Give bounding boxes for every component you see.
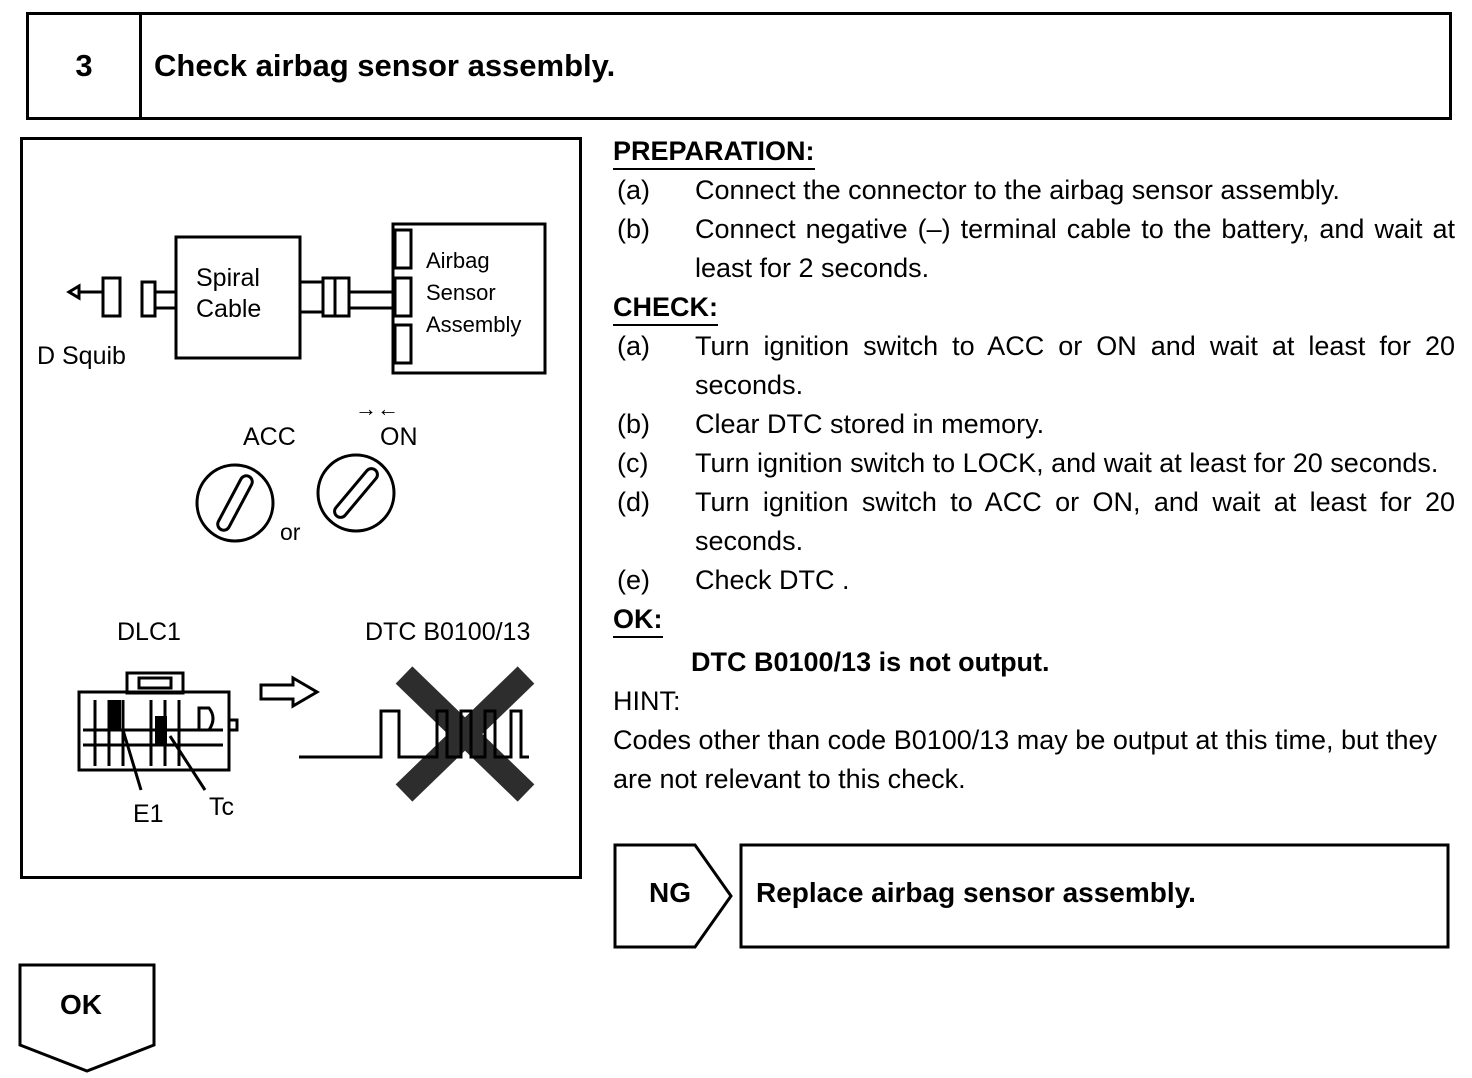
right-arrow-icon xyxy=(259,675,320,709)
check-item: (c) Turn ignition switch to LOCK, and wa… xyxy=(613,444,1455,483)
check-item: (d) Turn ignition switch to ACC or ON, a… xyxy=(613,483,1455,561)
wiring-diagram: Spiral Cable Airbag Sensor Assembly D Sq… xyxy=(37,222,547,828)
step-header: 3 Check airbag sensor assembly. xyxy=(26,12,1452,120)
d-squib-label: D Squib xyxy=(37,342,126,370)
check-item: (b) Clear DTC stored in memory. xyxy=(613,405,1455,444)
ok-result: DTC B0100/13 is not output. xyxy=(691,647,1050,677)
check-label-a: (a) xyxy=(617,331,650,361)
check-text-c: Turn ignition switch to LOCK, and wait a… xyxy=(695,448,1439,478)
check-text-b: Clear DTC stored in memory. xyxy=(695,409,1045,439)
preparation-heading: PREPARATION: xyxy=(613,134,815,170)
prep-item: (a) Connect the connector to the airbag … xyxy=(613,171,1455,210)
check-item: (e) Check DTC . xyxy=(613,561,1455,600)
tc-pin xyxy=(155,716,167,746)
spiral-label-1: Spiral xyxy=(196,264,260,292)
or-label: or xyxy=(280,519,301,545)
ok-flow-arrow: OK xyxy=(18,963,158,1075)
on-label: ON xyxy=(380,423,418,451)
check-text-a: Turn ignition switch to ACC or ON and wa… xyxy=(695,331,1455,400)
airbag-label-1: Airbag xyxy=(426,248,490,273)
tc-leader xyxy=(168,735,207,791)
prep-label-a: (a) xyxy=(617,175,650,205)
ok-flow-label: OK xyxy=(60,989,102,1020)
airbag-sensor-box xyxy=(391,222,547,375)
step-title: Check airbag sensor assembly. xyxy=(154,48,616,83)
tc-label: Tc xyxy=(209,793,234,821)
dlc1-label: DLC1 xyxy=(117,618,181,646)
ok-heading: OK: xyxy=(613,602,663,638)
step-number: 3 xyxy=(29,15,142,117)
cross-mark-icon xyxy=(395,666,535,802)
check-text-e: Check DTC . xyxy=(695,565,850,595)
dtc-waveform xyxy=(299,709,529,759)
prep-text-a: Connect the connector to the airbag sens… xyxy=(695,175,1340,205)
check-label-d: (d) xyxy=(617,487,650,517)
squib-plug-icon xyxy=(66,283,81,301)
e1-label: E1 xyxy=(133,800,164,828)
procedure-text: PREPARATION: (a) Connect the connector t… xyxy=(613,132,1455,799)
check-text-d: Turn ignition switch to ACC or ON, and w… xyxy=(695,487,1455,556)
hint-text: Codes other than code B0100/13 may be ou… xyxy=(613,725,1438,794)
squib-connector-icon xyxy=(101,276,122,318)
on-arrows: →← xyxy=(355,396,399,421)
ng-label: NG xyxy=(649,877,691,908)
check-item: (a) Turn ignition switch to ACC or ON an… xyxy=(613,327,1455,405)
acc-label: ACC xyxy=(243,423,296,451)
e1-leader xyxy=(121,729,143,791)
check-heading: CHECK: xyxy=(613,290,718,326)
airbag-label-2: Sensor xyxy=(426,280,496,305)
hint-label: HINT: xyxy=(613,686,681,716)
diagram-panel: Spiral Cable Airbag Sensor Assembly D Sq… xyxy=(20,137,582,879)
airbag-label-3: Assembly xyxy=(426,312,521,337)
spiral-label-2: Cable xyxy=(196,295,261,323)
e1-pin xyxy=(109,700,121,730)
ng-result-box: NG Replace airbag sensor assembly. xyxy=(613,843,1451,949)
ng-action-box xyxy=(739,843,1450,949)
acc-switch-icon xyxy=(195,463,275,543)
prep-text-b: Connect negative (–) terminal cable to t… xyxy=(695,214,1455,283)
dtc-label: DTC B0100/13 xyxy=(365,618,530,646)
ok-down-arrow-icon xyxy=(18,963,156,1073)
check-label-e: (e) xyxy=(617,565,650,595)
on-switch-icon xyxy=(316,453,396,533)
spiral-cable-box xyxy=(174,235,302,360)
prep-item: (b) Connect negative (–) terminal cable … xyxy=(613,210,1455,288)
prep-label-b: (b) xyxy=(617,214,650,244)
check-label-c: (c) xyxy=(617,448,649,478)
check-label-b: (b) xyxy=(617,409,650,439)
ng-arrow-icon xyxy=(613,843,733,949)
ng-action-text: Replace airbag sensor assembly. xyxy=(756,877,1196,908)
